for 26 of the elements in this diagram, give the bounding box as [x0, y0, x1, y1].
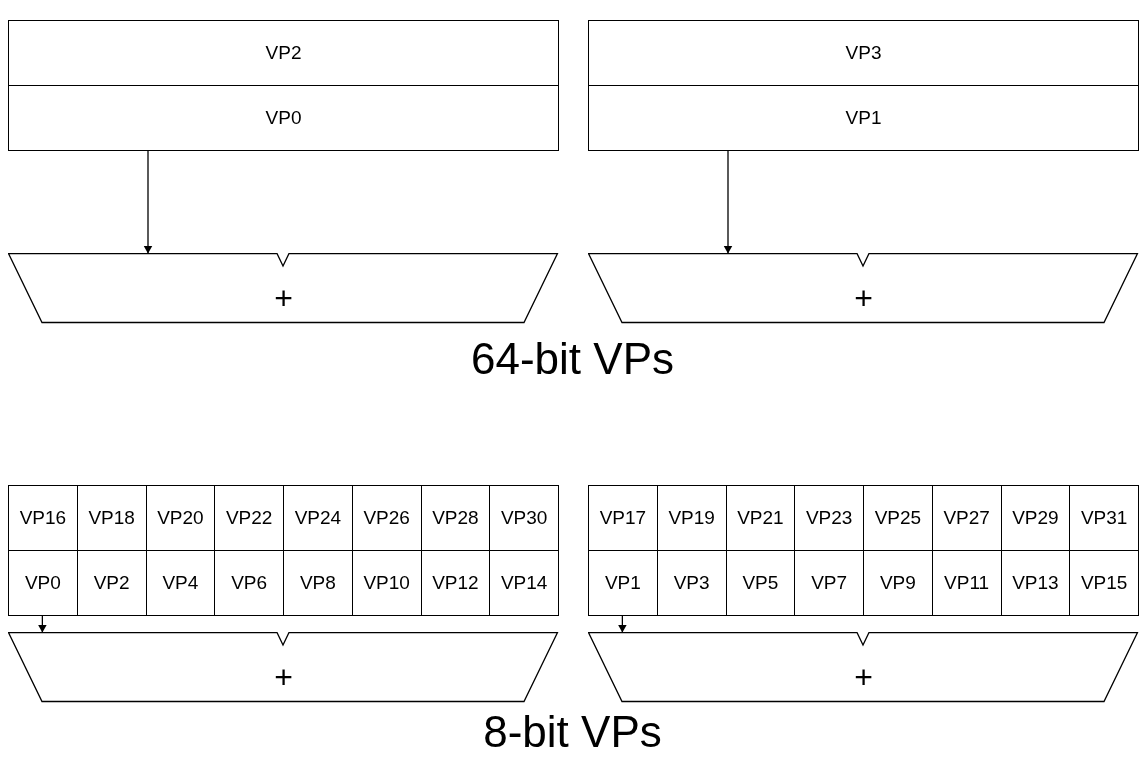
- register-cell: VP0: [8, 550, 78, 616]
- section-caption: 8-bit VPs: [483, 710, 662, 754]
- register-cell: VP1: [588, 85, 1139, 151]
- register-cell: VP14: [489, 550, 559, 616]
- register-cell: VP1: [588, 550, 658, 616]
- register-cell: VP3: [588, 20, 1139, 86]
- register-cell: VP15: [1069, 550, 1139, 616]
- register-cell: VP30: [489, 485, 559, 551]
- plus-sign: +: [854, 661, 873, 693]
- arrow: [37, 615, 47, 634]
- plus-sign: +: [854, 282, 873, 314]
- register-cell: VP2: [8, 20, 559, 86]
- register-cell: VP17: [588, 485, 658, 551]
- section-caption: 64-bit VPs: [471, 337, 674, 381]
- adder-trapezoid: [588, 253, 1139, 324]
- register-cell: VP0: [8, 85, 559, 151]
- adder-trapezoid: [588, 632, 1139, 703]
- adder-trapezoid: [8, 253, 559, 324]
- arrow: [143, 150, 153, 255]
- plus-sign: +: [274, 282, 293, 314]
- adder-trapezoid: [8, 632, 559, 703]
- plus-sign: +: [274, 661, 293, 693]
- arrow: [723, 150, 733, 255]
- register-cell: VP31: [1069, 485, 1139, 551]
- register-cell: VP16: [8, 485, 78, 551]
- arrow: [617, 615, 627, 634]
